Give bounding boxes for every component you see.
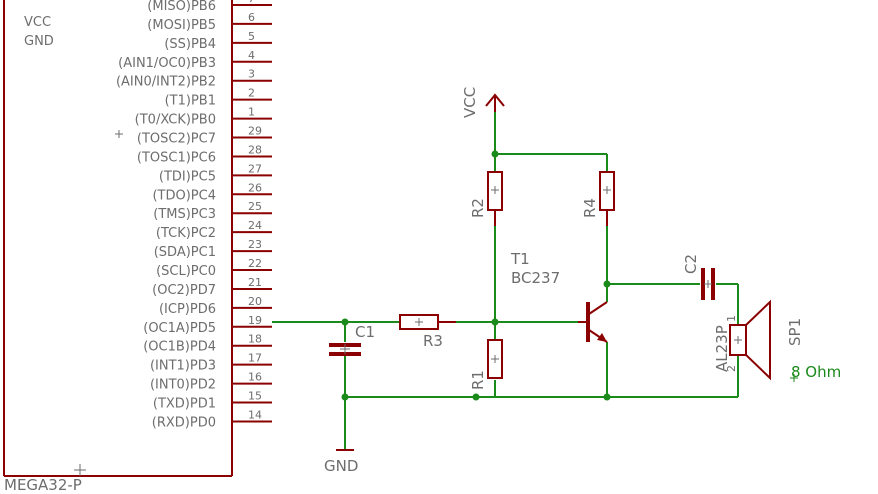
r2-label: R2 bbox=[469, 198, 487, 218]
mcu-name: MEGA32-P bbox=[4, 476, 82, 494]
mcu-pin-label: (INT0)PD2 bbox=[150, 378, 216, 393]
mcu-pin-label: (TMS)PC3 bbox=[153, 207, 216, 222]
sp1-pin1-number: 1 bbox=[725, 315, 738, 322]
mcu-pin-label: (T1)PB1 bbox=[165, 94, 216, 109]
mcu-block: VCC GND MEGA32-P (MISO)PB6 7 (MOSI)PB5 6 (SS… bbox=[3, 0, 272, 494]
mcu-pin-label: (SDA)PC1 bbox=[154, 245, 216, 260]
vcc-arrow bbox=[485, 93, 505, 107]
t1-name: T1 bbox=[510, 250, 530, 268]
resistor-r2: R2 bbox=[469, 171, 503, 226]
r1-body bbox=[487, 339, 503, 379]
mcu-pin-label: (RXD)PD0 bbox=[152, 415, 216, 430]
junction-gnd-r1 bbox=[472, 393, 480, 401]
junctions bbox=[341, 150, 611, 401]
mcu-pin-label: (TDO)PC4 bbox=[152, 188, 216, 203]
mcu-pin-label: (TDI)PC5 bbox=[159, 169, 216, 184]
sp1-label: SP1 bbox=[786, 318, 804, 346]
sp1-pin2-number: 2 bbox=[725, 365, 738, 372]
mcu-gnd-label: GND bbox=[24, 34, 54, 49]
mcu-pin-number: 24 bbox=[248, 219, 262, 232]
mcu-pin-label: (TOSC2)PC7 bbox=[137, 132, 216, 147]
junction-collector-node bbox=[603, 280, 611, 288]
mcu-pin-label: (T0/XCK)PB0 bbox=[135, 113, 216, 128]
r4-label: R4 bbox=[581, 198, 599, 218]
mcu-pin-number: 18 bbox=[248, 333, 262, 346]
mcu-pin-number: 27 bbox=[248, 162, 262, 175]
vcc-symbol: VCC bbox=[461, 87, 505, 118]
mcu-pin-number: 4 bbox=[248, 49, 255, 62]
resistor-r3: R3 bbox=[399, 314, 456, 350]
mcu-vcc-label: VCC bbox=[24, 15, 51, 30]
mcu-pin-label: (SS)PB4 bbox=[164, 37, 216, 52]
r3-label: R3 bbox=[423, 332, 443, 350]
mcu-pin-number: 17 bbox=[248, 352, 262, 365]
c2-label: C2 bbox=[682, 254, 700, 274]
mcu-pin-label: (AIN1/OC0)PB3 bbox=[118, 56, 216, 71]
mcu-pin-label: (OC1A)PD5 bbox=[143, 321, 216, 336]
mcu-pin-number: 19 bbox=[248, 314, 262, 327]
mcu-pin-number: 1 bbox=[248, 106, 255, 119]
c1-label: C1 bbox=[355, 323, 375, 341]
mcu-pin-number: 22 bbox=[248, 257, 262, 270]
junction-base-node bbox=[491, 318, 499, 326]
r1-label: R1 bbox=[469, 370, 487, 390]
mcu-pin-number: 20 bbox=[248, 295, 262, 308]
mcu-pin-label: (OC1B)PD4 bbox=[143, 340, 216, 355]
mcu-pin-number: 16 bbox=[248, 371, 262, 384]
mcu-pin-label: (AIN0/INT2)PB2 bbox=[116, 75, 216, 90]
sp1-value: AL23P bbox=[713, 325, 731, 372]
capacitor-c1: C1 bbox=[329, 323, 375, 356]
mcu-pin-label: (TCK)PC2 bbox=[156, 226, 216, 241]
mcu-pin-number: 14 bbox=[248, 408, 262, 421]
mcu-pin-label: (TOSC1)PC6 bbox=[137, 150, 216, 165]
junction-c1-top bbox=[341, 318, 349, 326]
t1-value: BC237 bbox=[511, 269, 560, 287]
gnd-symbol: GND bbox=[324, 449, 358, 475]
mcu-pin-number: 26 bbox=[248, 181, 262, 194]
mcu-pin-number: 15 bbox=[248, 390, 262, 403]
mcu-pin-number: 2 bbox=[248, 87, 255, 100]
mcu-pin-number: 3 bbox=[248, 68, 255, 81]
t1-collector bbox=[588, 301, 608, 315]
vcc-label: VCC bbox=[461, 87, 479, 118]
resistor-r4: R4 bbox=[581, 171, 615, 226]
gnd-label: GND bbox=[324, 457, 358, 475]
mcu-pin-number: 23 bbox=[248, 238, 262, 251]
transistor-t1: T1 BC237 bbox=[510, 250, 608, 343]
mcu-pin-number: 29 bbox=[248, 125, 262, 138]
mcu-pin-label: (ICP)PD6 bbox=[159, 302, 216, 317]
mcu-pin-number: 6 bbox=[248, 11, 255, 24]
wires bbox=[272, 110, 739, 450]
junction-gnd-c1 bbox=[341, 393, 349, 401]
mcu-pin-number: 28 bbox=[248, 143, 262, 156]
resistor-r1: R1 bbox=[469, 339, 503, 390]
mcu-pin-label: (INT1)PD3 bbox=[150, 359, 216, 374]
sp1-cone bbox=[745, 299, 771, 381]
mcu-pin-label: (TXD)PD1 bbox=[153, 397, 216, 412]
mcu-pin-number: 21 bbox=[248, 276, 262, 289]
mcu-pin-label: (MISO)PB6 bbox=[147, 0, 216, 14]
mcu-pin-label: (SCL)PC0 bbox=[156, 264, 216, 279]
capacitor-c2: C2 bbox=[682, 254, 715, 300]
junction-gnd-emitter bbox=[603, 393, 611, 401]
junction-vcc-node bbox=[491, 150, 499, 158]
mcu-pin-number: 5 bbox=[248, 30, 255, 43]
sp1-impedance: 8 Ohm bbox=[791, 363, 841, 381]
mcu-pin-list: (MISO)PB6 7 (MOSI)PB5 6 (SS)PB4 5 (AIN1/OC0)PB… bbox=[116, 0, 272, 430]
t1-emitter-arrow bbox=[597, 333, 607, 342]
speaker-sp1: SP1 AL23P 1 2 8 Ohm bbox=[713, 299, 841, 382]
mcu-pin-label: (MOSI)PB5 bbox=[147, 18, 216, 33]
mcu-pin-number: 7 bbox=[248, 0, 255, 5]
mcu-pin-label: (OC2)PD7 bbox=[152, 283, 216, 298]
mcu-pin-number: 25 bbox=[248, 200, 262, 213]
